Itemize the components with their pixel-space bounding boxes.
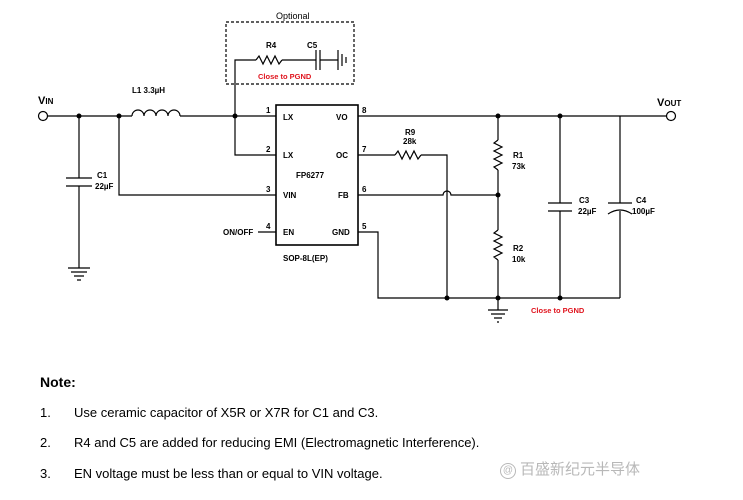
watermark-text: 百盛新纪元半导体 xyxy=(520,461,641,478)
ic-name: FP6277 xyxy=(296,171,325,180)
pin-3-num: 3 xyxy=(266,185,271,194)
watermark: @百盛新纪元半导体 xyxy=(500,458,640,479)
c3-capacitor xyxy=(548,202,572,212)
r1-name: R1 xyxy=(513,151,524,160)
r9-name: R9 xyxy=(405,128,416,137)
schematic-diagram: Optional R4 C5 Close to PGND VIN VOUT L1… xyxy=(37,11,681,323)
pgnd-symbol-top xyxy=(337,50,347,70)
pin-5-name: GND xyxy=(332,228,350,237)
c3-value: 22µF xyxy=(578,207,597,216)
c1-name: C1 xyxy=(97,171,108,180)
vin-label: VIN xyxy=(38,95,54,107)
pin-4-num: 4 xyxy=(266,222,271,231)
pin-4-name: EN xyxy=(283,228,294,237)
vout-terminal xyxy=(665,110,677,122)
pin-1-name: LX xyxy=(283,113,294,122)
note-item: 1. Use ceramic capacitor of X5R or X7R fo… xyxy=(40,405,378,420)
note-item: 2. R4 and C5 are added for reducing EMI (… xyxy=(40,435,479,450)
ground-symbol-c1 xyxy=(68,267,90,281)
note-title: Note: xyxy=(40,374,76,390)
note-text: EN voltage must be less than or equal to… xyxy=(74,466,383,481)
r4-label: R4 xyxy=(266,41,277,50)
r2-name: R2 xyxy=(513,244,524,253)
note-number: 2. xyxy=(40,435,51,450)
pin-1-num: 1 xyxy=(266,106,271,115)
c1-capacitor xyxy=(66,177,92,187)
junction-dots xyxy=(76,113,563,301)
pin-6-num: 6 xyxy=(362,185,367,194)
c4-capacitor xyxy=(607,202,633,215)
note-text: R4 and C5 are added for reducing EMI (El… xyxy=(74,435,480,450)
ground-symbol-main xyxy=(488,309,508,323)
pin-3-name: VIN xyxy=(283,191,297,200)
pin-8-name: VO xyxy=(336,113,348,122)
pin-5-num: 5 xyxy=(362,222,367,231)
close-to-pgnd-bottom: Close to PGND xyxy=(531,306,585,315)
pin-2-num: 2 xyxy=(266,145,271,154)
c5-label: C5 xyxy=(307,41,318,50)
pin-2-name: LX xyxy=(283,151,294,160)
c3-name: C3 xyxy=(579,196,590,205)
vout-label: VOUT xyxy=(657,97,681,109)
l1-inductor xyxy=(131,109,181,117)
vin-terminal xyxy=(37,110,49,122)
l1-label: L1 3.3µH xyxy=(132,86,165,95)
at-icon: @ xyxy=(500,463,516,479)
c4-name: C4 xyxy=(636,196,647,205)
fp6277-ic xyxy=(275,104,359,246)
note-number: 1. xyxy=(40,405,51,420)
onoff-label: ON/OFF xyxy=(223,228,253,237)
ic-package: SOP-8L(EP) xyxy=(283,254,328,263)
c4-value: 100µF xyxy=(632,207,655,216)
close-to-pgnd-top: Close to PGND xyxy=(258,72,312,81)
optional-label: Optional xyxy=(276,11,310,21)
note-number: 3. xyxy=(40,466,51,481)
r9-value: 28k xyxy=(403,137,417,146)
r1-value: 73k xyxy=(512,162,526,171)
r9-resistor xyxy=(394,149,422,161)
pin-7-num: 7 xyxy=(362,145,367,154)
pin-6-name: FB xyxy=(338,191,349,200)
c5-capacitor xyxy=(315,50,321,70)
r2-value: 10k xyxy=(512,255,526,264)
note-item: 3. EN voltage must be less than or equal … xyxy=(40,466,383,481)
r2-resistor xyxy=(492,229,504,261)
r1-resistor xyxy=(492,139,504,171)
r4-resistor xyxy=(255,54,283,66)
note-text: Use ceramic capacitor of X5R or X7R for … xyxy=(74,405,379,420)
pin-7-name: OC xyxy=(336,151,348,160)
pin-8-num: 8 xyxy=(362,106,367,115)
c1-value: 22µF xyxy=(95,182,114,191)
